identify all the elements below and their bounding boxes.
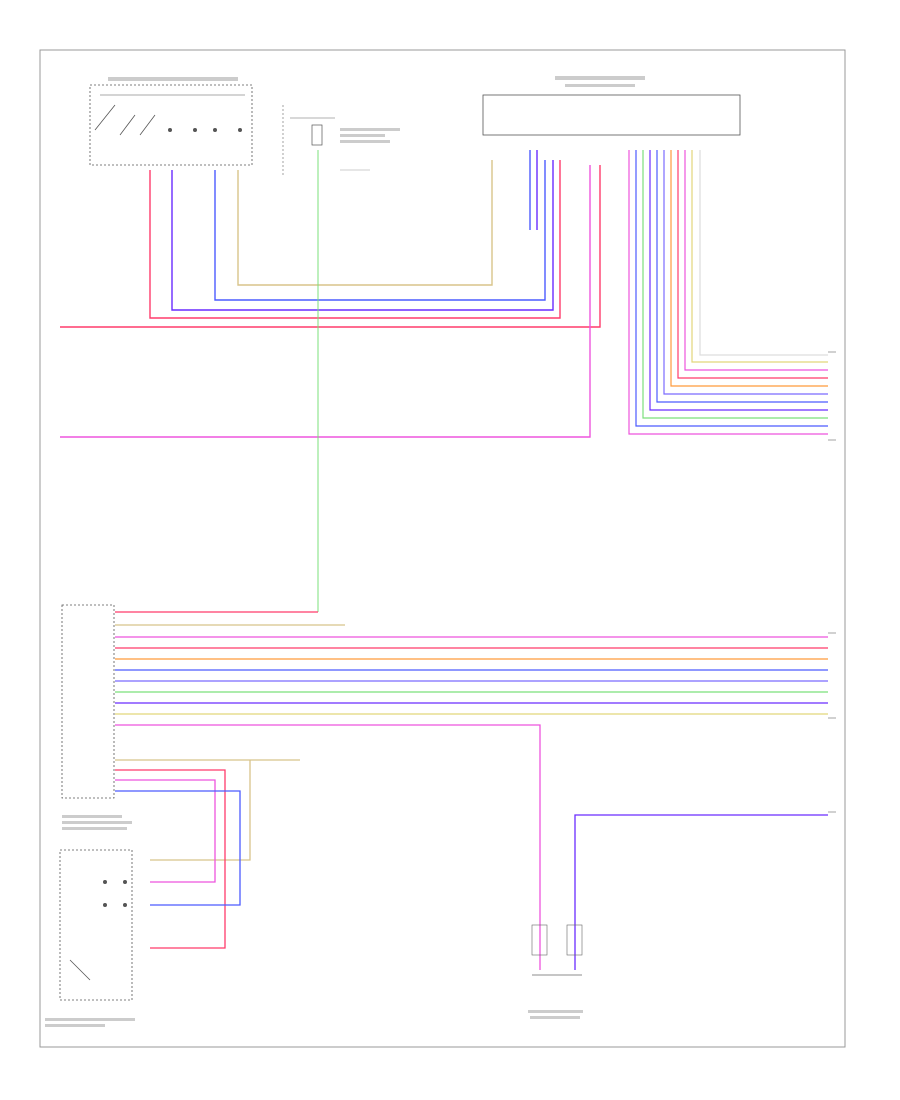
connector-ticks [828,351,836,813]
right-mirror-module-title [62,815,122,818]
wires-lower [115,759,828,970]
wires-right-bundle [628,150,828,435]
left-mirror-switch [89,77,253,166]
right-mirror-switch [45,849,135,1027]
fuse-block [282,105,400,175]
fuse-label [340,128,400,131]
left-mirror-module-title [555,76,645,80]
left-mirror-switch-title [108,77,238,81]
wires-mid-bundle [115,611,828,970]
right-mirror-switch-title [45,1018,135,1021]
right-mirror-module [61,604,132,830]
diagram-border [39,49,846,1048]
wires-top [60,150,601,612]
right-sensor [528,924,583,1019]
left-mirror-module [482,76,741,136]
right-sensor-title [528,1010,583,1013]
